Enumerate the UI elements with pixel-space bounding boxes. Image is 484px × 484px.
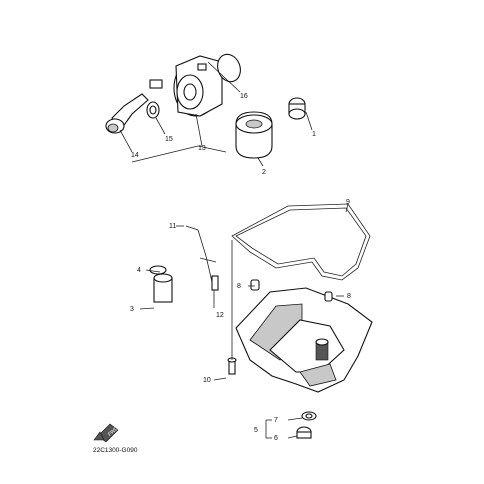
callout-12: 12 <box>216 312 224 319</box>
tube-bolt[interactable] <box>211 275 219 291</box>
dipstick-tube[interactable] <box>185 225 217 283</box>
oil-pan-gasket[interactable] <box>231 203 371 281</box>
drain-bolt[interactable] <box>296 426 312 439</box>
callout-2: 2 <box>262 169 266 176</box>
oil-cooler[interactable] <box>149 55 223 117</box>
callout-1: 1 <box>312 131 316 138</box>
oil-pan[interactable] <box>235 287 373 393</box>
callout-8b: 8 <box>347 293 351 300</box>
leader-lines <box>119 61 349 439</box>
callout-14: 14 <box>131 152 139 159</box>
callout-16: 16 <box>240 93 248 100</box>
callout-7: 7 <box>274 417 278 424</box>
union-bolt[interactable] <box>105 93 149 134</box>
filter-union[interactable] <box>288 97 306 120</box>
pan-bolt[interactable] <box>227 357 237 375</box>
callouts: 1 2 3 4 5 6 7 8 8 9 10 11 12 13 14 15 16 <box>130 93 351 442</box>
callout-10: 10 <box>203 377 211 384</box>
dowel-pin-upper[interactable] <box>250 279 260 291</box>
diagram-code: 22C1300-G090 <box>93 447 138 454</box>
washer-small[interactable] <box>146 101 160 119</box>
callout-3: 3 <box>130 306 134 313</box>
callout-15: 15 <box>165 136 173 143</box>
callout-9: 9 <box>346 199 350 206</box>
callout-11: 11 <box>169 223 176 230</box>
drain-gasket[interactable] <box>301 411 317 421</box>
dowel-pin-lower[interactable] <box>324 291 333 302</box>
callout-6: 6 <box>274 435 278 442</box>
callout-5: 5 <box>254 427 258 434</box>
oil-filter[interactable] <box>235 111 273 159</box>
strainer-housing[interactable] <box>153 273 173 303</box>
o-ring-strainer[interactable] <box>149 265 167 275</box>
front-arrow-icon <box>93 423 119 443</box>
callout-4: 4 <box>137 267 141 274</box>
callout-8a: 8 <box>237 283 241 290</box>
callout-13: 13 <box>198 145 206 152</box>
